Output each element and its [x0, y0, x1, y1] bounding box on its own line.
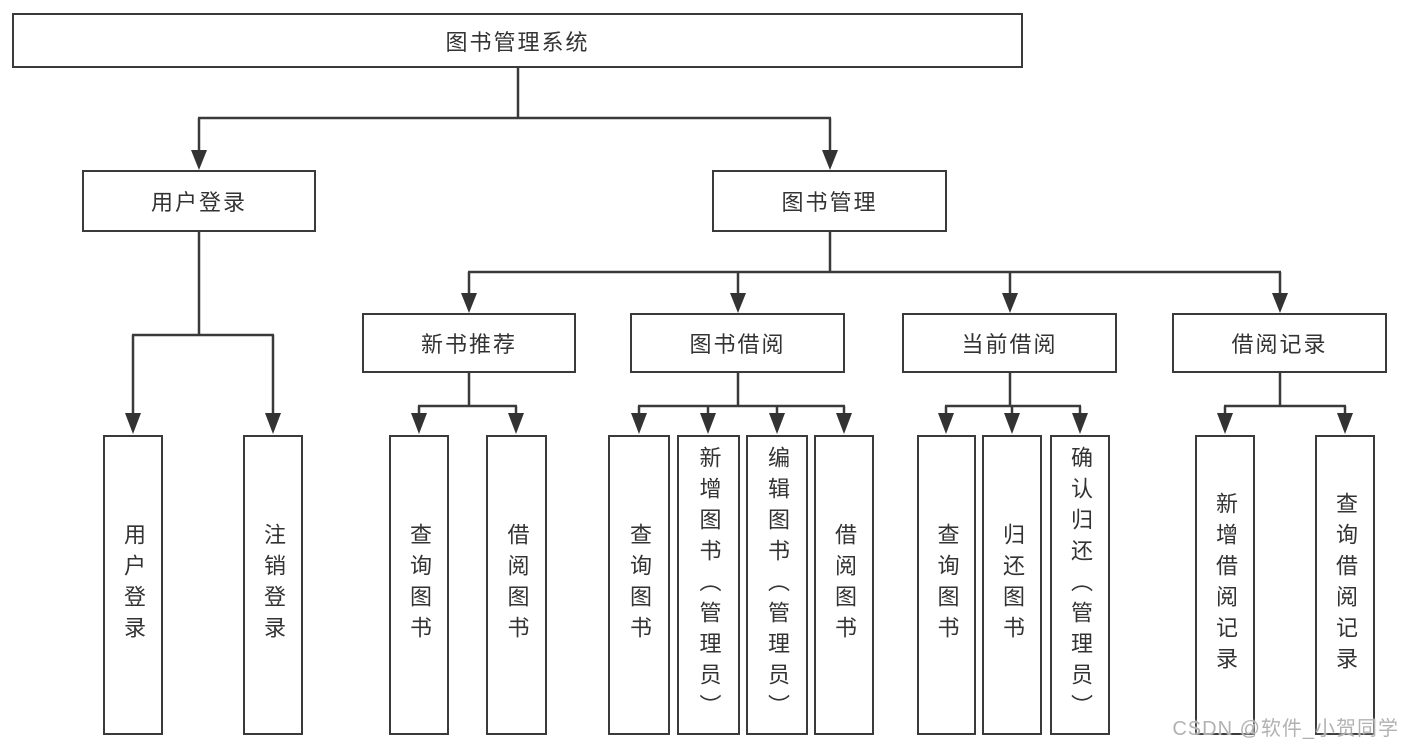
- leaf-confirm-return-admin: 确认归还（管理员）: [1050, 435, 1110, 735]
- node-user-login: 用户登录: [82, 170, 316, 232]
- edge-recommend-to-leaves: [411, 373, 524, 434]
- leaf-query-books-recommend: 查询图书: [389, 435, 449, 735]
- edge-login-to-leaves: [125, 232, 281, 434]
- leaf-query-borrow-record: 查询借阅记录: [1315, 435, 1375, 735]
- node-current-borrow: 当前借阅: [902, 313, 1117, 373]
- leaf-add-books-admin: 新增图书（管理员）: [677, 435, 740, 735]
- csdn-watermark: CSDN @软件_小贺同学: [1172, 718, 1399, 740]
- leaf-query-books-current: 查询图书: [917, 435, 976, 735]
- edge-root-to-level2: [191, 68, 838, 170]
- node-borrow-records: 借阅记录: [1172, 313, 1387, 373]
- edge-management-to-level3: [461, 232, 1288, 313]
- leaf-return-books: 归还图书: [982, 435, 1042, 735]
- leaf-user-login: 用户登录: [103, 435, 163, 735]
- leaf-query-books-borrow: 查询图书: [608, 435, 670, 735]
- leaf-edit-books-admin: 编辑图书（管理员）: [746, 435, 808, 735]
- node-new-book-recommend: 新书推荐: [362, 313, 576, 373]
- node-root: 图书管理系统: [12, 13, 1023, 68]
- edge-borrow-to-leaves: [631, 373, 852, 434]
- node-book-management: 图书管理: [712, 170, 947, 232]
- edge-records-to-leaves: [1217, 373, 1353, 434]
- node-book-borrow: 图书借阅: [630, 313, 845, 373]
- leaf-borrow-books: 借阅图书: [814, 435, 874, 735]
- leaf-borrow-books-recommend: 借阅图书: [486, 435, 547, 735]
- leaf-add-borrow-record: 新增借阅记录: [1195, 435, 1255, 735]
- edge-current-to-leaves: [938, 373, 1088, 434]
- leaf-logout: 注销登录: [243, 435, 303, 735]
